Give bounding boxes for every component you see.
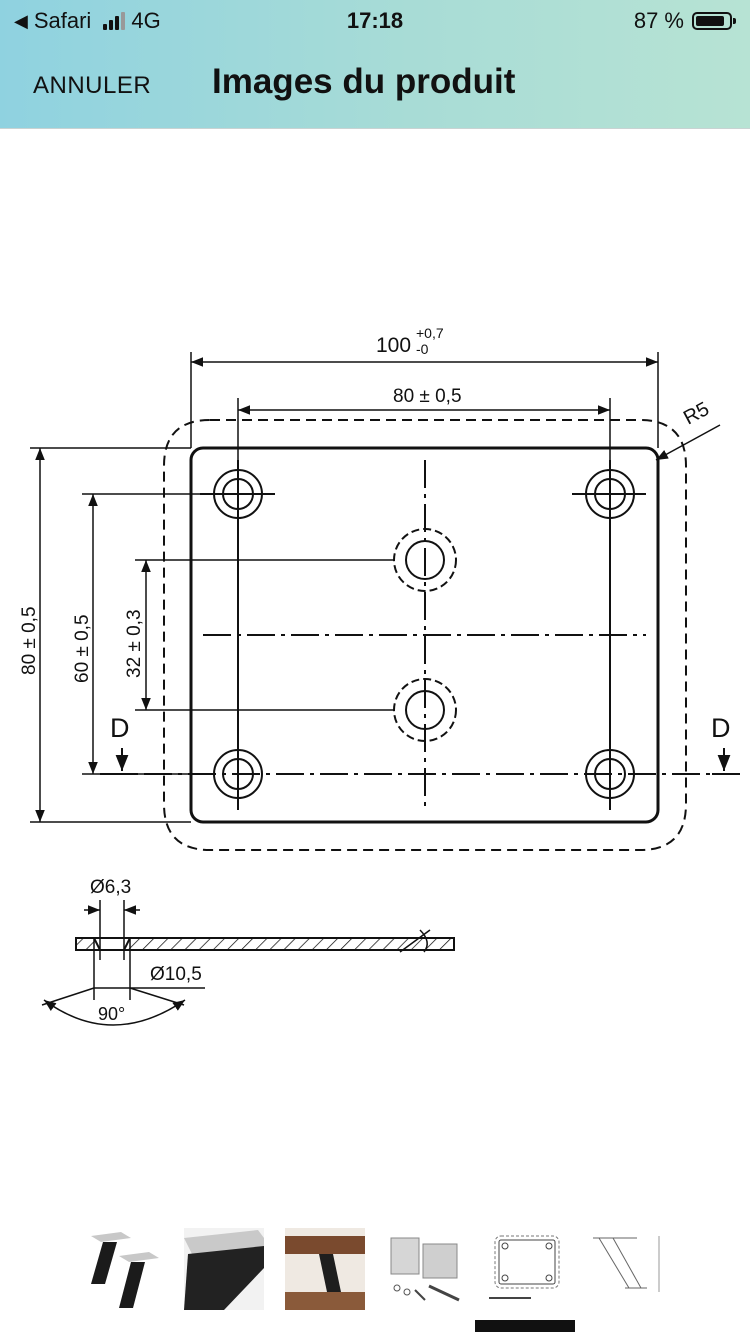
technical-drawing: 100 +0,7 -0 80 ± 0,5 R5 80 ± 0,5 60 ± 0,… <box>19 325 740 1026</box>
page-title: Images du produit <box>212 62 516 101</box>
overall-width-tol-lower: -0 <box>416 341 429 357</box>
overall-height-label: 80 ± 0,5 <box>19 606 40 675</box>
overall-width-tol-upper: +0,7 <box>416 325 444 341</box>
outer-dashed-outline <box>163 419 687 851</box>
corner-radius-label: R5 <box>680 398 713 429</box>
back-triangle-icon: ◀ <box>14 10 28 31</box>
product-image-viewer[interactable]: 100 +0,7 -0 80 ± 0,5 R5 80 ± 0,5 60 ± 0,… <box>0 130 750 1210</box>
status-time: 17:18 <box>346 8 404 33</box>
hole-spacing-y-inner-label: 32 ± 0,3 <box>124 609 145 678</box>
table-leg-image-icon <box>285 1228 365 1310</box>
legs-pair-image-icon <box>91 1232 159 1308</box>
corner-holes <box>200 460 646 810</box>
section-view <box>41 900 455 1026</box>
battery-icon <box>692 12 736 30</box>
countersink-diameter-label: Ø10,5 <box>150 964 202 985</box>
hole-spacing-x-label: 80 ± 0,5 <box>393 386 462 407</box>
signal-icon <box>103 12 126 30</box>
back-app-label: Safari <box>33 8 92 33</box>
battery-fill <box>696 16 724 26</box>
status-left[interactable]: ◀ Safari 4G <box>14 8 161 34</box>
app-header: ◀ Safari 4G 17:18 87 % ANNULER Images du… <box>0 0 750 129</box>
section-marker-left: D <box>110 713 130 743</box>
section-marker-right: D <box>711 713 731 743</box>
hole-diameter-label: Ø6,3 <box>90 877 131 898</box>
leg-closeup-image-icon <box>184 1228 264 1310</box>
network-label: 4G <box>131 8 161 33</box>
countersink-angle-label: 90° <box>98 1004 125 1024</box>
status-right: 87 % <box>633 8 736 34</box>
plate-outline <box>189 446 660 824</box>
overall-width-label: 100 <box>376 334 411 357</box>
thumbnail-plate-drawing[interactable] <box>485 1228 565 1310</box>
thumbnail-legs-pair[interactable] <box>83 1228 163 1310</box>
thumbnail-leg-closeup[interactable] <box>184 1228 264 1310</box>
selected-thumbnail-indicator <box>475 1320 575 1332</box>
battery-percent: 87 % <box>633 8 684 33</box>
leg-drawing-image-icon <box>593 1236 660 1292</box>
thumbnail-mounting-kit[interactable] <box>385 1228 465 1310</box>
thumbnail-leg-drawing[interactable] <box>585 1228 665 1310</box>
plate-drawing-image-icon <box>489 1235 560 1299</box>
thumbnail-strip <box>0 1228 750 1334</box>
cancel-button[interactable]: ANNULER <box>33 72 152 99</box>
thumbnail-table-leg[interactable] <box>285 1228 365 1310</box>
mounting-kit-image-icon <box>390 1237 460 1302</box>
status-bar: ◀ Safari 4G 17:18 87 % <box>0 0 750 42</box>
hole-spacing-y-outer-label: 60 ± 0,5 <box>72 614 93 683</box>
